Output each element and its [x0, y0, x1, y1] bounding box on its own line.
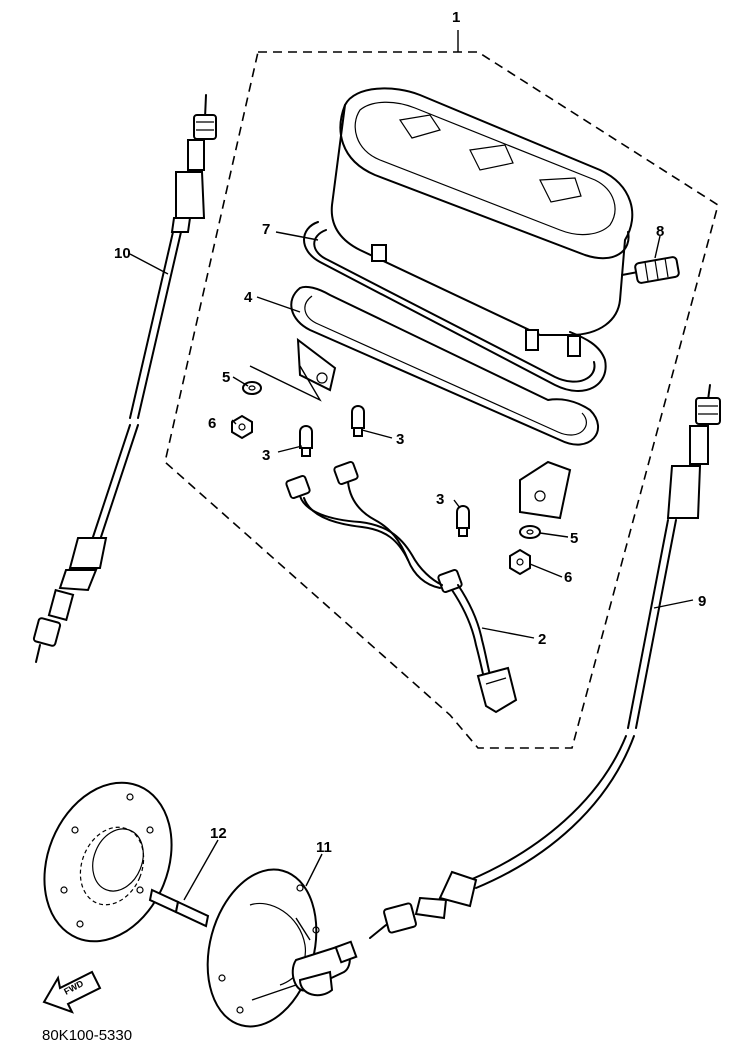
washer-right [519, 525, 541, 539]
meter-bracket [290, 285, 600, 520]
part-label-7: 7 [262, 221, 270, 238]
part-label-1: 1 [452, 9, 460, 26]
nut-right [509, 548, 531, 576]
speedometer-cable-10 [32, 94, 217, 663]
hub-plate [43, 781, 173, 943]
part-label-12: 12 [210, 825, 227, 842]
part-label-8: 8 [656, 223, 664, 240]
part-label-4: 4 [244, 289, 253, 306]
part-label-5-left: 5 [222, 369, 230, 386]
speedometer-gear-unit [206, 868, 358, 1028]
gear-pin [148, 888, 210, 928]
assembly-boundary [164, 30, 719, 749]
bulb-3 [456, 505, 470, 537]
nut-left [231, 414, 253, 440]
part-label-3-mid: 3 [396, 431, 404, 448]
part-label-2: 2 [538, 631, 546, 648]
gasket [303, 221, 607, 392]
speedometer-cable-9 [369, 384, 721, 939]
part-label-6-right: 6 [564, 569, 572, 586]
part-label-11: 11 [316, 839, 332, 856]
part-label-9: 9 [698, 593, 706, 610]
leader-lines [129, 231, 694, 1001]
forward-direction-arrow: FWD [42, 970, 102, 1014]
washer-left [242, 381, 262, 395]
wire-harness [285, 460, 518, 714]
bulb-2 [351, 405, 365, 437]
bulb-1 [299, 425, 313, 457]
part-label-3-left: 3 [262, 447, 270, 464]
part-label-3-right: 3 [436, 491, 444, 508]
trip-knob [621, 256, 680, 284]
part-label-5-right: 5 [570, 530, 578, 547]
drawing-code: 80K100-5330 [42, 1027, 132, 1044]
meter-housing [330, 87, 634, 357]
part-label-10: 10 [114, 245, 131, 262]
part-label-6-left: 6 [208, 415, 216, 432]
